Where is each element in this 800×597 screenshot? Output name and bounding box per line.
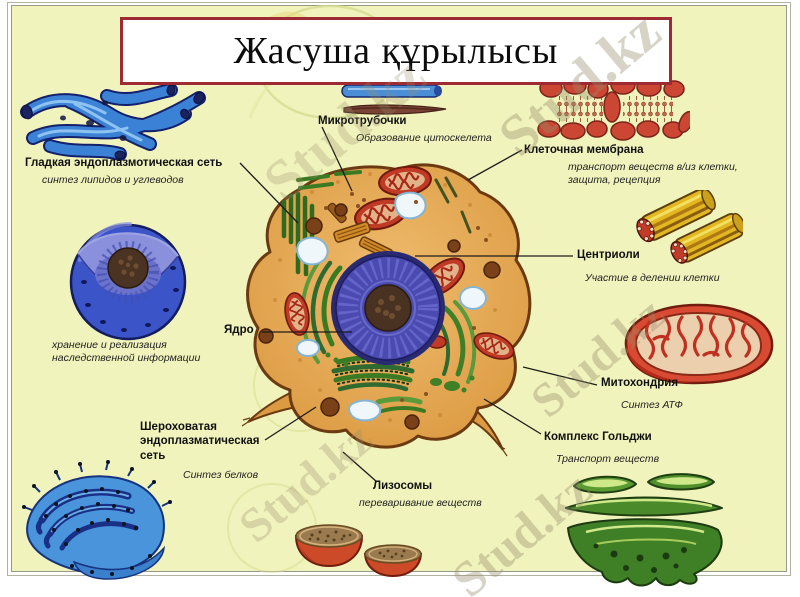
animal-cell-illustration: [241, 163, 532, 457]
centrioles-illustration: [636, 190, 743, 264]
smooth-er-illustration: [20, 83, 206, 161]
membrane-function: транспорт веществ в/из клетки, защита, р…: [568, 161, 738, 186]
golgi-name: Комплекс Гольджи: [544, 431, 652, 443]
centrioles-name: Центриоли: [577, 249, 640, 261]
smooth-er-function: синтез липидов и углеводов: [42, 174, 184, 187]
microtubules-name: Микротрубочки: [318, 115, 407, 127]
label-rough-er: Шероховатая эндоплазматическая сеть Синт…: [140, 420, 259, 482]
label-microtubules: Микротрубочки Образование цитоскелета: [318, 114, 492, 145]
lysosomes-function: переваривание веществ: [359, 497, 482, 510]
label-mitochondria: Митохондрия Синтез АТФ: [601, 376, 683, 412]
label-nucleus: Ядро: [224, 323, 254, 337]
label-lysosomes: Лизосомы переваривание веществ: [359, 479, 482, 510]
mitochondrion-illustration: [624, 303, 774, 385]
label-centrioles: Центриоли Участие в делении клетки: [577, 248, 720, 285]
lysosomes-illustration: [294, 524, 423, 578]
poster-title: Жасуша құрылысы: [233, 30, 559, 72]
nucleus-illustration: [69, 222, 187, 341]
mitochondria-name: Митохондрия: [601, 377, 679, 389]
golgi-illustration: [565, 473, 723, 587]
label-cell-membrane: Клеточная мембрана транспорт веществ в/и…: [524, 143, 738, 187]
golgi-function: Транспорт веществ: [556, 453, 660, 466]
label-golgi: Комплекс Гольджи Транспорт веществ: [544, 430, 659, 466]
cell-membrane-illustration: [537, 75, 690, 141]
centrioles-function: Участие в делении клетки: [585, 272, 720, 285]
membrane-name: Клеточная мембрана: [524, 144, 644, 156]
label-smooth-er: Гладкая эндоплазмотическая сеть синтез л…: [25, 156, 222, 187]
label-nucleus-function: хранение и реализация наследственной инф…: [52, 339, 200, 364]
smooth-er-name: Гладкая эндоплазмотическая сеть: [25, 157, 223, 169]
rough-er-function: Синтез белков: [183, 469, 259, 482]
rough-er-name: Шероховатая эндоплазматическая сеть: [140, 421, 260, 462]
nucleus-name: Ядро: [224, 324, 254, 336]
lysosomes-name: Лизосомы: [373, 480, 433, 492]
mitochondria-function: Синтез АТФ: [621, 399, 683, 412]
microtubules-function: Образование цитоскелета: [356, 132, 492, 145]
rough-er-illustration: [22, 460, 172, 580]
nucleus-function: хранение и реализация наследственной инф…: [52, 339, 201, 364]
title-box: Жасуша құрылысы: [120, 17, 672, 85]
